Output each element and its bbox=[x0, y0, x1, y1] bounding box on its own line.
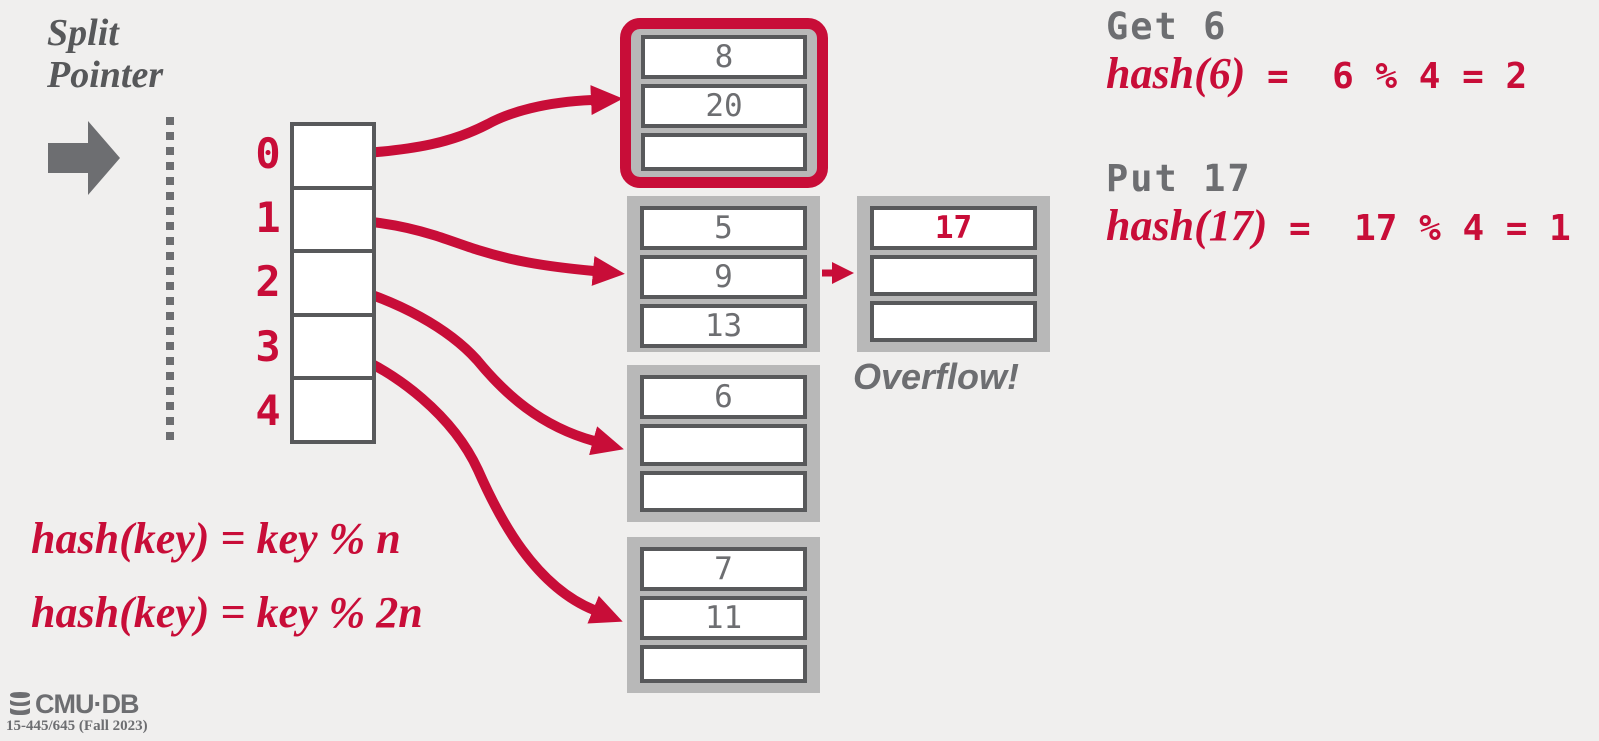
course-label: 15-445/645 (Fall 2023) bbox=[6, 718, 148, 734]
bucket-2-cell-2 bbox=[640, 470, 807, 512]
put-hash-fn: hash(17) bbox=[1106, 201, 1268, 250]
directory-slot-1 bbox=[294, 185, 372, 250]
directory-slot-2 bbox=[294, 249, 372, 313]
bucket-3-cell-2 bbox=[640, 645, 807, 683]
overflow-cell-2 bbox=[870, 301, 1037, 342]
bucket-0-highlighted: 8 20 bbox=[620, 18, 828, 188]
slot-label-2: 2 bbox=[255, 257, 281, 306]
get-hash-line: hash(6) = 6 % 4 = 2 bbox=[1106, 48, 1527, 99]
directory-slot-3 bbox=[294, 312, 372, 377]
cmu-db-logo: CMU·DB bbox=[8, 688, 139, 719]
split-pointer-title-line2: Pointer bbox=[47, 54, 164, 96]
overflow-cell-1 bbox=[870, 255, 1037, 296]
overflow-cell-0: 17 bbox=[870, 206, 1037, 250]
overflow-label: Overflow! bbox=[853, 356, 1020, 397]
slot-label-0: 0 bbox=[255, 129, 281, 178]
slot-label-4: 4 bbox=[255, 386, 281, 435]
split-pointer-arrow-icon bbox=[48, 121, 120, 195]
cmu-db-logo-text: CMU·DB bbox=[35, 688, 139, 719]
bucket-2-cell-1 bbox=[640, 424, 807, 466]
split-pointer-title: Split Pointer bbox=[47, 12, 163, 96]
put-hash-line: hash(17) = 17 % 4 = 1 bbox=[1106, 200, 1571, 251]
database-icon bbox=[10, 692, 30, 715]
put-hash-expr: = 17 % 4 = 1 bbox=[1267, 208, 1571, 249]
bucket-0-cell-0: 8 bbox=[641, 35, 807, 79]
bucket-2-cell-0: 6 bbox=[640, 375, 807, 419]
bucket-0-cell-2 bbox=[641, 133, 807, 171]
bucket-1-cell-1: 9 bbox=[640, 255, 807, 299]
slot-label-3: 3 bbox=[255, 322, 281, 371]
slot-label-1: 1 bbox=[255, 193, 281, 242]
bucket-0-cell-1: 20 bbox=[641, 84, 807, 128]
get-hash-expr: = 6 % 4 = 2 bbox=[1245, 56, 1528, 97]
bucket-1-cell-2: 13 bbox=[640, 304, 807, 348]
split-pointer-divider bbox=[166, 117, 174, 441]
put-operation-label: Put 17 bbox=[1106, 157, 1252, 200]
get-operation-label: Get 6 bbox=[1106, 5, 1228, 48]
bucket-3-cell-1: 11 bbox=[640, 596, 807, 640]
hash-directory bbox=[290, 122, 376, 444]
bucket-3-cell-0: 7 bbox=[640, 547, 807, 591]
split-pointer-title-line1: Split bbox=[47, 12, 119, 54]
hash-formula-n: hash(key) = key % n bbox=[31, 514, 401, 563]
get-hash-fn: hash(6) bbox=[1106, 49, 1246, 98]
bucket-3: 7 11 bbox=[627, 537, 820, 693]
bucket-1: 5 9 13 bbox=[627, 196, 820, 352]
hash-formula-2n: hash(key) = key % 2n bbox=[31, 588, 423, 637]
directory-slot-4 bbox=[294, 376, 372, 440]
bucket-1-cell-0: 5 bbox=[640, 206, 807, 250]
directory-slot-0 bbox=[294, 126, 372, 186]
bucket-2: 6 bbox=[627, 365, 820, 522]
overflow-bucket: 17 bbox=[857, 196, 1050, 352]
